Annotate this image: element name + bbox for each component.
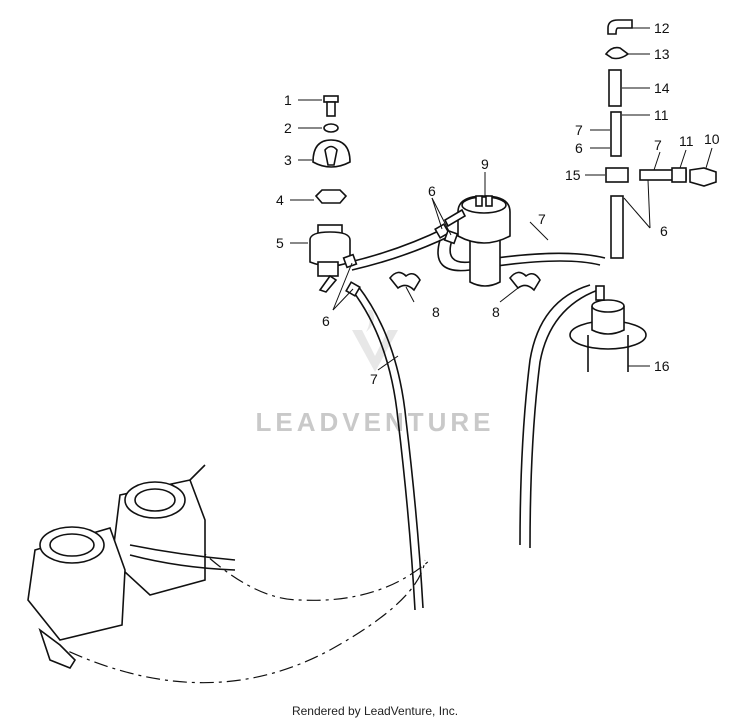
footer-credit: Rendered by LeadVenture, Inc. — [291, 704, 459, 718]
fitting-part-14 — [608, 69, 622, 107]
callout-7-side: 7 — [654, 137, 662, 153]
hose-7-filter-to-valve-b — [351, 235, 451, 271]
callout-6-vent: 6 — [660, 223, 668, 239]
callout-6-valve: 6 — [322, 313, 330, 329]
watermark-logo — [352, 310, 398, 372]
callout-7-vent: 7 — [575, 122, 583, 138]
washer-part-2 — [323, 123, 339, 133]
clip-part-8-left — [388, 271, 421, 292]
callout-8-left: 8 — [432, 304, 440, 320]
callout-5: 5 — [276, 235, 284, 251]
callout-4: 4 — [276, 192, 284, 208]
watermark-text: LEADVENTURE — [255, 407, 494, 437]
check-valve-part-10 — [689, 167, 717, 187]
callout-3: 3 — [284, 152, 292, 168]
clamp-6-a — [342, 253, 358, 269]
fuel-route-line — [44, 559, 426, 684]
clamp-6-d — [443, 229, 459, 245]
callout-8-right: 8 — [492, 304, 500, 320]
clamp-6-c — [434, 223, 450, 239]
hose-part-11-upper — [610, 111, 622, 157]
hose-7-right-b — [529, 289, 599, 549]
callout-7-top: 7 — [538, 211, 546, 227]
elbow-part-12 — [607, 19, 633, 35]
callout-14: 14 — [654, 80, 670, 96]
valve-part-13 — [604, 46, 630, 60]
tank-fitting-part-16 — [569, 285, 647, 372]
callout-13: 13 — [654, 46, 670, 62]
callout-11-top: 11 — [654, 107, 669, 123]
carburetor-assembly — [27, 464, 236, 669]
leader-lines — [290, 27, 713, 371]
hose-7-filter-to-valve — [349, 227, 446, 263]
hose-lower-vent — [610, 195, 624, 259]
callout-1: 1 — [284, 92, 292, 108]
fuel-valve-part-5 — [309, 224, 351, 293]
callout-2: 2 — [284, 120, 292, 136]
fuel-filter-part-9 — [443, 195, 511, 287]
vent-route-line — [189, 539, 431, 601]
hose-7-right — [519, 284, 591, 546]
nut-part-4 — [314, 189, 348, 204]
screw-part-1 — [323, 95, 339, 117]
knob-part-3 — [312, 139, 351, 168]
tee-part-15 — [605, 167, 629, 183]
vent-assembly — [604, 19, 717, 259]
callout-15: 15 — [565, 167, 581, 183]
callout-6-filter: 6 — [428, 183, 436, 199]
callout-12: 12 — [654, 20, 670, 36]
callout-11-side: 11 — [679, 133, 694, 149]
hose-7-left-b — [357, 285, 424, 609]
callout-10: 10 — [704, 131, 720, 147]
callout-6-vent-label: 6 — [575, 140, 583, 156]
callout-16: 16 — [654, 358, 670, 374]
callout-9: 9 — [481, 156, 489, 172]
hose-7-left — [351, 289, 416, 611]
callout-7-left: 7 — [370, 371, 378, 387]
clip-part-8-right — [508, 271, 541, 292]
hose-part-11-side — [671, 167, 687, 183]
